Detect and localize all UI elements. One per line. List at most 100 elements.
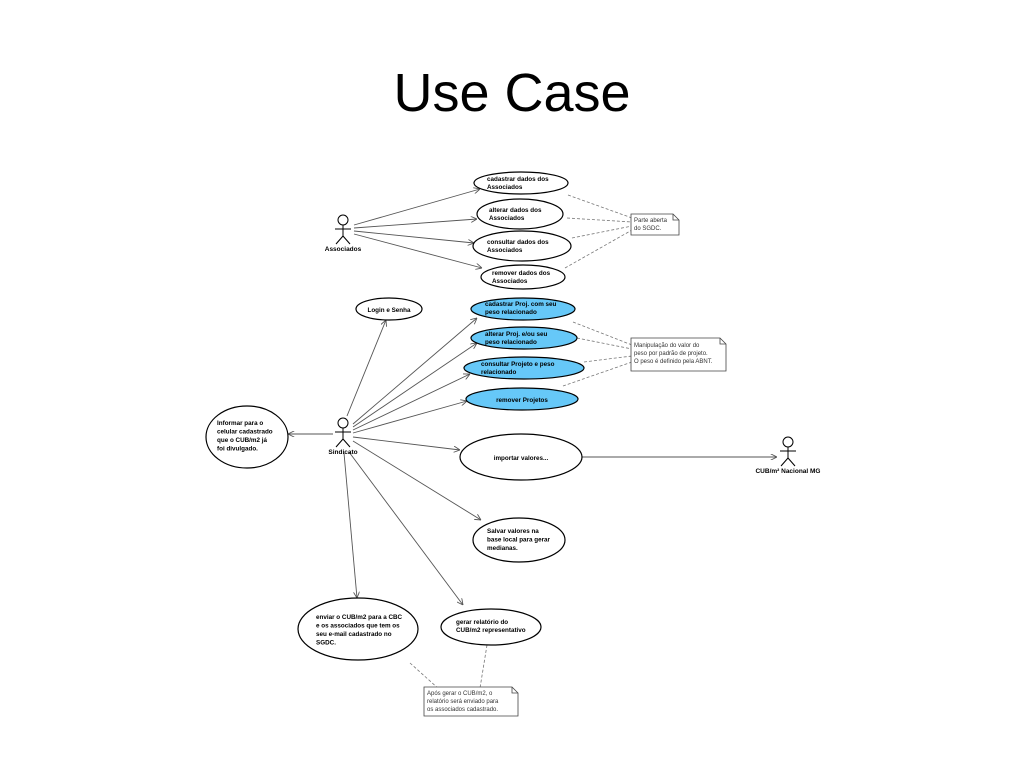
note-connectors <box>409 194 633 691</box>
actor-cub-nacional <box>780 436 796 467</box>
use-case-ellipses <box>205 171 585 661</box>
label-salvar-line: Salvar valores na <box>487 528 539 535</box>
label-alterar-associados-line: alterar dados dos <box>489 207 542 214</box>
use-case-enviar-cub <box>297 597 419 661</box>
label-remover-associados-line: Associados <box>492 278 528 285</box>
association-arrow <box>352 436 460 450</box>
actor-label-cub-nacional: CUB/m² Nacional MG <box>755 468 820 475</box>
note-text-parte-aberta-line: do SGDC. <box>634 226 662 232</box>
note-apos-gerar <box>423 686 519 717</box>
use-case-gerar-relatorio <box>440 608 542 646</box>
note-link <box>567 194 633 219</box>
label-cadastrar-associados-line: Associados <box>487 184 523 191</box>
label-login-line: Login e Senha <box>367 307 411 314</box>
association-arrow <box>343 452 357 598</box>
note-text-apos-gerar-line: Após gerar o CUB/m2, o <box>427 691 493 697</box>
use-case-cadastrar-associados <box>473 171 569 195</box>
note-text-manipulacao: Manipulação do valor do peso por padrão d… <box>634 343 713 365</box>
actor-sindicato <box>335 417 351 448</box>
label-informar-celular-line: Informar para o <box>217 420 263 427</box>
note-text-apos-gerar-line: relatório será enviado para <box>427 699 499 705</box>
note-text-parte-aberta-line: Parte aberta <box>634 218 668 224</box>
note-link <box>572 321 633 346</box>
note-link <box>562 361 633 387</box>
note-link <box>409 662 441 691</box>
label-alterar-proj-line: alterar Proj. e/ou seu <box>485 331 547 338</box>
label-enviar-cub-line: e os associados que tem os <box>316 623 400 630</box>
association-arrow <box>352 374 470 431</box>
association-arrow <box>352 401 467 434</box>
associations <box>288 189 777 605</box>
label-salvar-line: medianas. <box>487 545 518 552</box>
note-link <box>571 225 633 239</box>
note-link <box>583 355 633 363</box>
label-informar-celular-line: foi divulgado. <box>217 446 258 453</box>
label-enviar-cub-line: SGDC. <box>316 640 336 647</box>
note-text-parte-aberta: Parte aberta do SGDC. <box>634 218 668 232</box>
label-informar-celular-line: celular cadastrado <box>217 429 273 436</box>
label-importar-line: importar valores... <box>494 455 549 462</box>
association-arrow <box>353 189 480 226</box>
note-text-manipulacao-line: O peso é definido pela ABNT. <box>634 359 713 365</box>
slide-title: Use Case <box>393 63 631 123</box>
label-alterar-associados-line: Associados <box>489 215 525 222</box>
label-remover-associados-line: remover dados dos <box>492 270 551 277</box>
note-link <box>564 229 633 269</box>
label-informar-celular-line: que o CUB/m2 já <box>217 437 268 444</box>
note-text-manipulacao-line: peso por padrão de projeto. <box>634 351 708 357</box>
association-arrow <box>352 318 477 425</box>
label-gerar-relatorio-line: CUB/m2 representativo <box>456 627 526 634</box>
use-case-consultar-proj <box>463 356 585 380</box>
association-arrow <box>353 233 482 268</box>
label-cadastrar-proj-line: cadastrar Proj. com seu <box>485 301 557 308</box>
label-cadastrar-associados-line: cadastrar dados dos <box>487 176 549 183</box>
label-consultar-proj-line: consultar Projeto e peso <box>481 361 555 368</box>
label-salvar-line: base local para gerar <box>487 537 551 544</box>
association-arrow <box>353 219 477 229</box>
use-case-importar <box>459 433 583 481</box>
use-case-alterar-associados <box>476 198 564 230</box>
note-text-apos-gerar-line: os associados cadastrado. <box>427 707 498 713</box>
label-cadastrar-proj-line: peso relacionado <box>485 309 537 316</box>
use-case-cadastrar-proj <box>470 297 576 321</box>
label-alterar-proj-line: peso relacionado <box>485 339 537 346</box>
note-text-manipulacao-line: Manipulação do valor do <box>634 343 700 349</box>
label-enviar-cub-line: enviar o CUB/m2 para a CBC <box>316 614 403 621</box>
association-arrow <box>353 230 474 243</box>
label-remover-proj-line: remover Projetos <box>496 397 548 404</box>
label-login: Login e Senha <box>367 307 411 314</box>
use-case-remover-associados <box>480 264 566 290</box>
note-link <box>479 644 488 689</box>
association-arrow <box>352 440 481 520</box>
actor-label-associados: Associados <box>325 246 362 253</box>
actor-associados <box>335 214 351 245</box>
association-arrow <box>352 343 477 428</box>
association-arrow <box>348 451 463 605</box>
use-case-informar-celular <box>205 405 289 469</box>
label-enviar-cub-line: seu e-mail cadastrado no <box>316 631 392 638</box>
label-gerar-relatorio-line: gerar relatório do <box>456 619 508 626</box>
label-importar: importar valores... <box>494 455 549 462</box>
note-parte-aberta <box>630 213 680 236</box>
actor-label-sindicato: Sindicato <box>328 449 357 456</box>
label-remover-proj: remover Projetos <box>496 397 548 404</box>
label-enviar-cub: enviar o CUB/m2 para a CBC e os associado… <box>316 614 403 647</box>
note-text-apos-gerar: Após gerar o CUB/m2, o relatório será env… <box>427 691 499 713</box>
note-link <box>566 217 633 223</box>
note-link <box>576 337 633 350</box>
use-case-salvar <box>472 517 566 563</box>
note-manipulacao <box>630 337 727 372</box>
use-case-alterar-proj <box>470 326 578 350</box>
association-arrow <box>346 320 386 417</box>
